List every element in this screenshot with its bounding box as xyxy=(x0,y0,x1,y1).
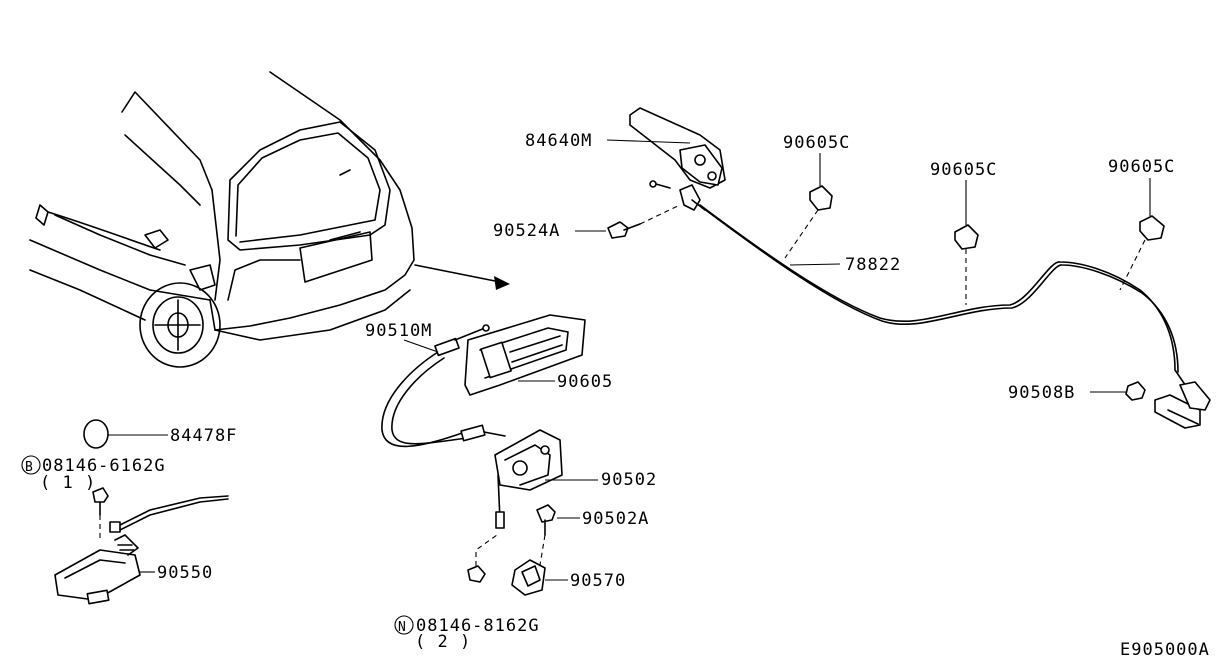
label-90510M: 90510M xyxy=(365,321,432,341)
label-08146-8162G-qty: ( 2 ) xyxy=(415,632,471,652)
part-90605-handle xyxy=(464,314,586,396)
part-78822-cable xyxy=(699,204,1191,393)
part-90502A-bolt xyxy=(536,504,556,566)
part-90502-latch xyxy=(494,429,563,529)
label-90550: 90550 xyxy=(157,563,213,583)
part-bracket xyxy=(1154,381,1211,429)
label-84478F: 84478F xyxy=(170,426,237,446)
part-90570-striker xyxy=(511,559,546,596)
vehicle-illustration xyxy=(29,71,415,368)
part-90510M-cable xyxy=(381,324,506,448)
label-90508B: 90508B xyxy=(1008,383,1075,403)
part-84640M-lever xyxy=(629,107,726,211)
label-08146-8162G-prefix: N xyxy=(398,620,407,635)
part-08146-8162G-nut xyxy=(467,534,498,583)
label-90605C-2: 90605C xyxy=(930,160,997,180)
label-90502: 90502 xyxy=(601,470,657,490)
part-90605C-clip-2 xyxy=(954,224,979,305)
label-84640M: 84640M xyxy=(525,131,592,151)
part-90524A-bolt xyxy=(607,204,681,239)
label-90524A: 90524A xyxy=(493,221,560,241)
part-90550-actuator xyxy=(54,495,229,605)
part-90508B-nut xyxy=(1125,381,1146,401)
label-90502A: 90502A xyxy=(582,509,649,529)
part-84478F-cap xyxy=(83,419,109,449)
label-90605C-3: 90605C xyxy=(1108,157,1175,177)
part-08146-6162G-bolt xyxy=(92,487,109,540)
bolt-type-b-badge xyxy=(21,455,41,475)
part-small-clip xyxy=(649,180,671,189)
label-08146-6162G-prefix: B xyxy=(25,460,34,475)
direction-arrow xyxy=(414,264,510,290)
part-labels: 84640M 90605C 90605C 90605C 90524A 78822… xyxy=(21,131,1210,660)
part-90605C-clip-1 xyxy=(784,185,833,259)
label-08146-6162G-qty: ( 1 ) xyxy=(40,473,96,493)
label-08146-6162G: 08146-6162G xyxy=(42,456,166,476)
label-90605: 90605 xyxy=(557,372,613,392)
part-90605C-clip-3 xyxy=(1119,215,1165,291)
label-90605C-1: 90605C xyxy=(783,133,850,153)
label-78822: 78822 xyxy=(845,255,901,275)
nut-type-n-badge xyxy=(394,615,414,635)
label-90570: 90570 xyxy=(570,571,626,591)
diagram-code: E905000A xyxy=(1120,640,1210,660)
label-08146-8162G: 08146-8162G xyxy=(416,616,540,636)
